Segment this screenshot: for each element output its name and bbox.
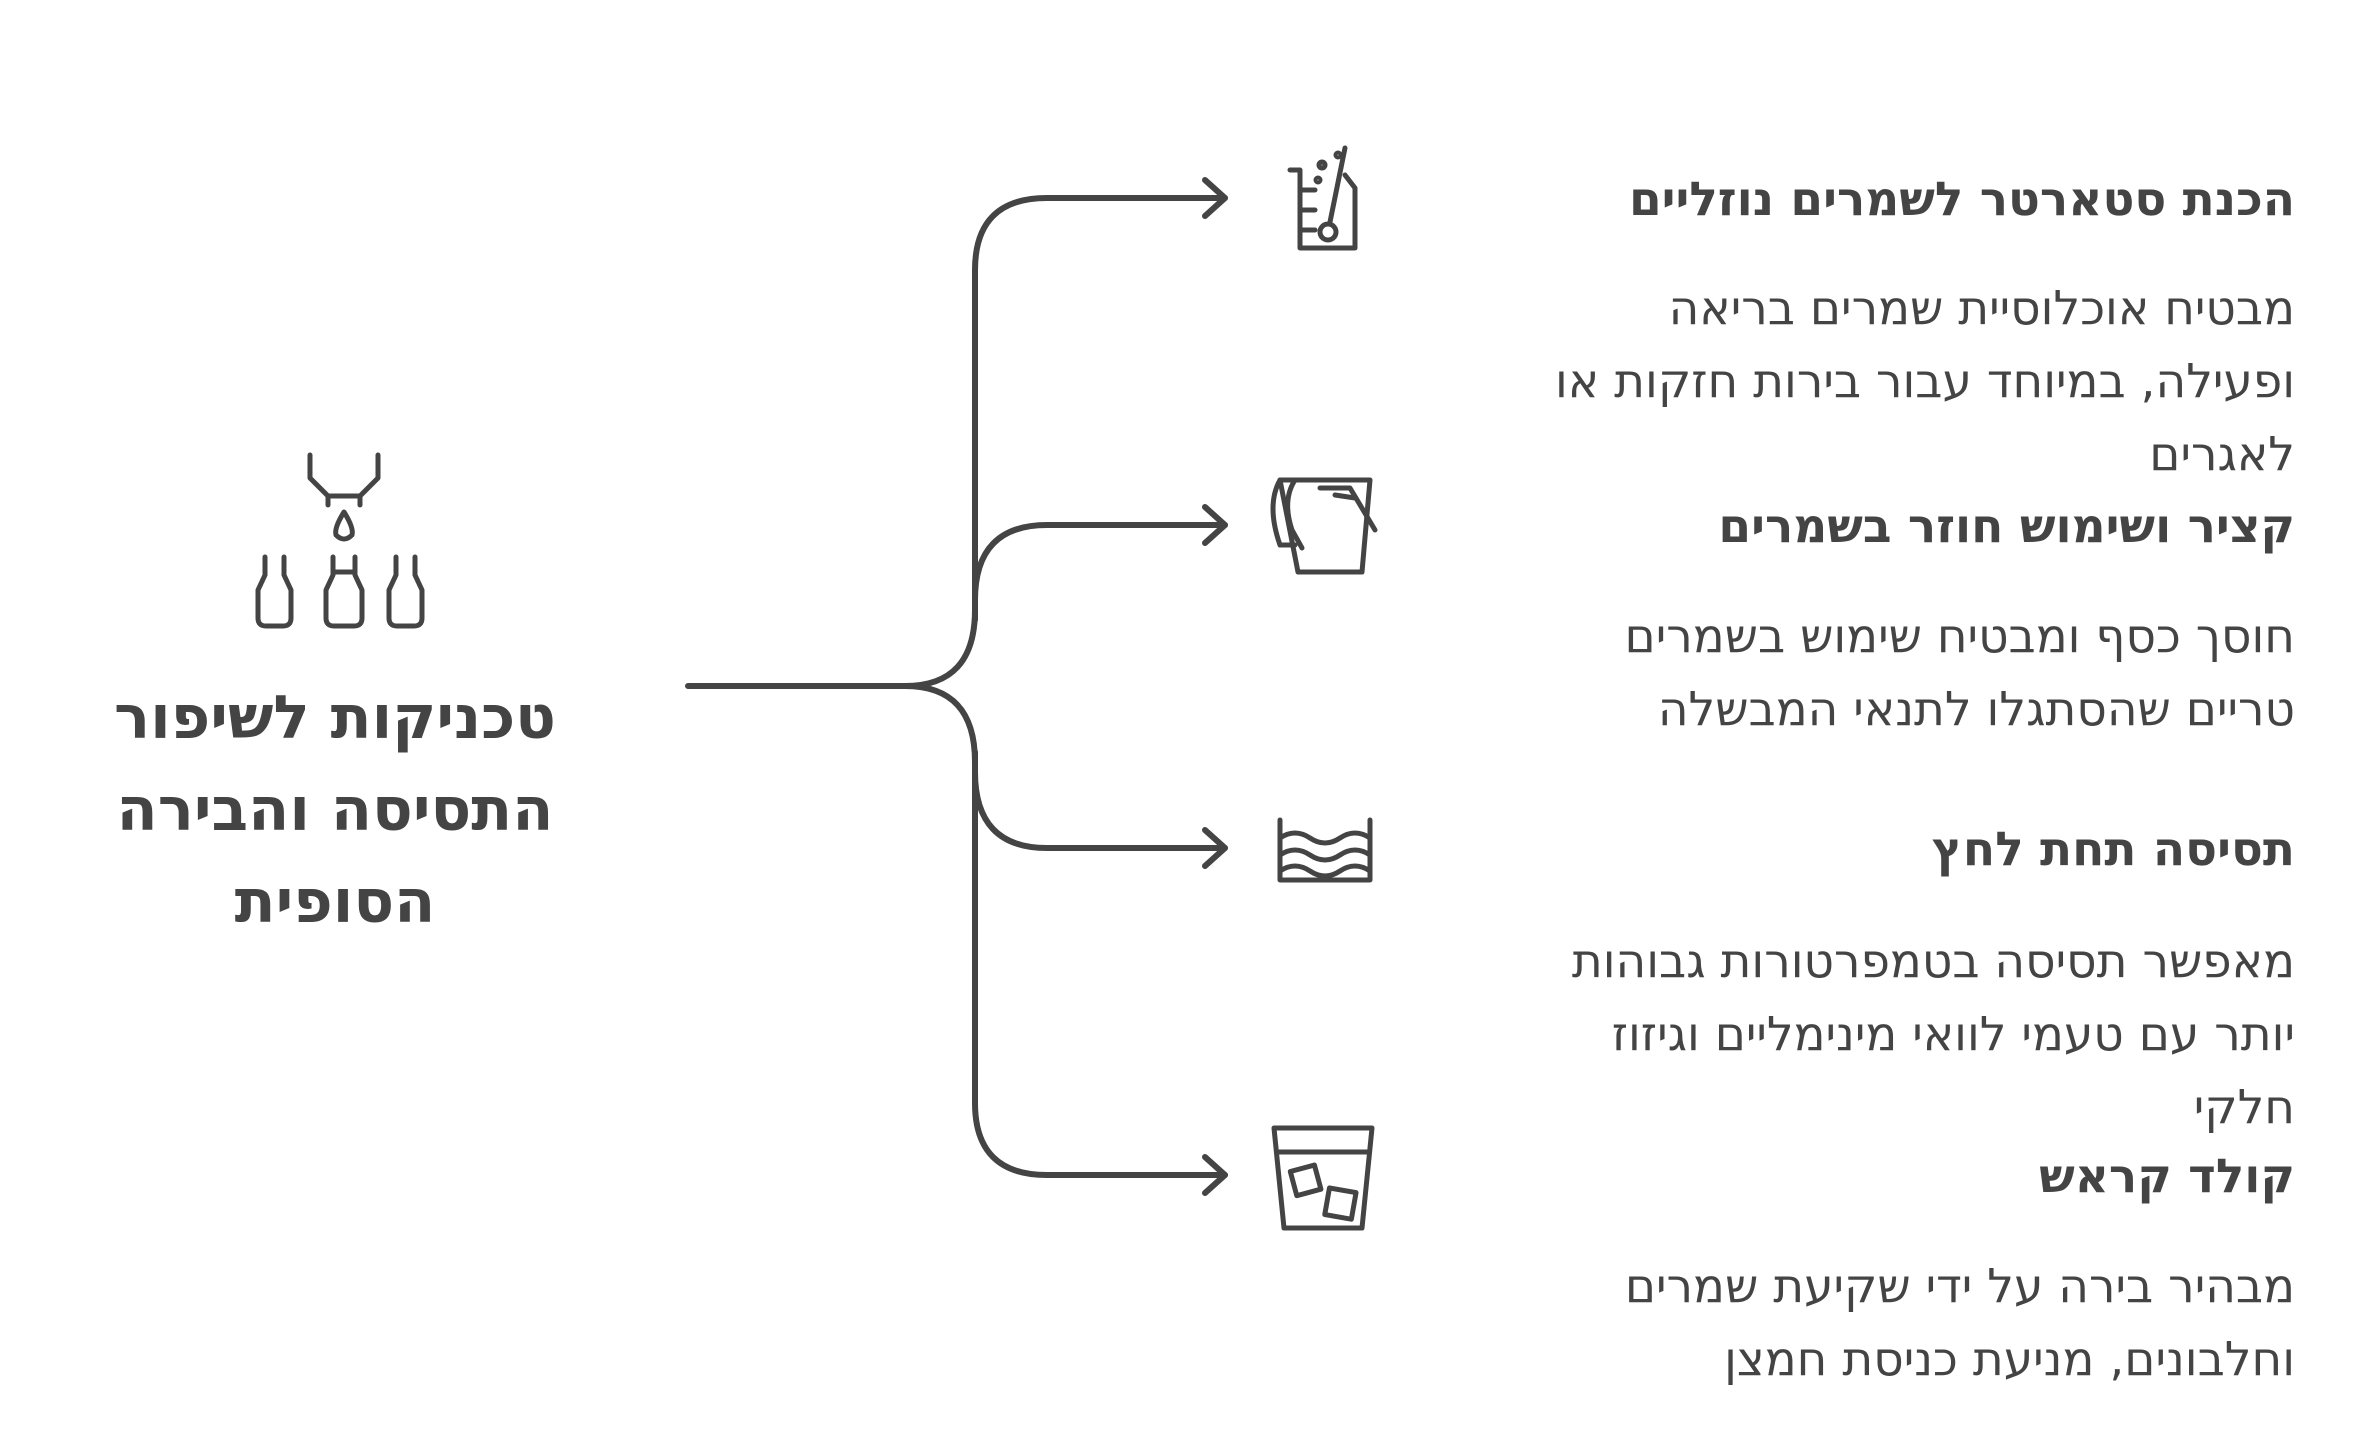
branch-arrow-4 (1202, 1154, 1228, 1196)
ice-glass-icon (1271, 1125, 1375, 1231)
beaker-icon (1287, 145, 1358, 251)
branch-title-3: תסיסה תחת לחץ (1931, 822, 2295, 877)
branch-description-1: מבטיח אוכלוסיית שמרים בריאה ופעילה, במיו… (1555, 281, 2295, 482)
stem-line-lower (902, 683, 978, 765)
water-waves-icon (1277, 817, 1373, 883)
branch-description-3: מאפשר תסיסה בטמפרטורות גבוהות יותר עם טע… (1571, 934, 2295, 1135)
branch-arrow-2 (1202, 504, 1228, 546)
branch-arrow-1 (1202, 177, 1228, 219)
branch-title-1: הכנת סטארטר לשמרים נוזליים (1628, 172, 2295, 227)
branch-line-2 (972, 522, 1228, 603)
branch-line-1 (972, 195, 1228, 623)
branch-line-4 (972, 749, 1228, 1178)
bottle-filling-icon (255, 452, 425, 629)
main-title: טכניקות לשיפור התסיסה והבירה הסופית (114, 683, 556, 937)
branch-title-4: קולד קראש (2039, 1149, 2295, 1204)
stem-line (685, 607, 978, 689)
bucket-icon (1270, 477, 1378, 575)
branch-line-3 (972, 769, 1228, 851)
branch-description-2: חוסך כסף ומבטיח שימוש בשמרים טריים שהסתג… (1624, 609, 2295, 737)
connector-lines (685, 177, 1228, 1196)
branch-title-2: קציר ושימוש חוזר בשמרים (1718, 499, 2295, 554)
branch-description-4: מבהיר בירה על ידי שקיעת שמרים וחלבונים, … (1624, 1259, 2295, 1387)
branch-arrow-3 (1202, 827, 1228, 869)
